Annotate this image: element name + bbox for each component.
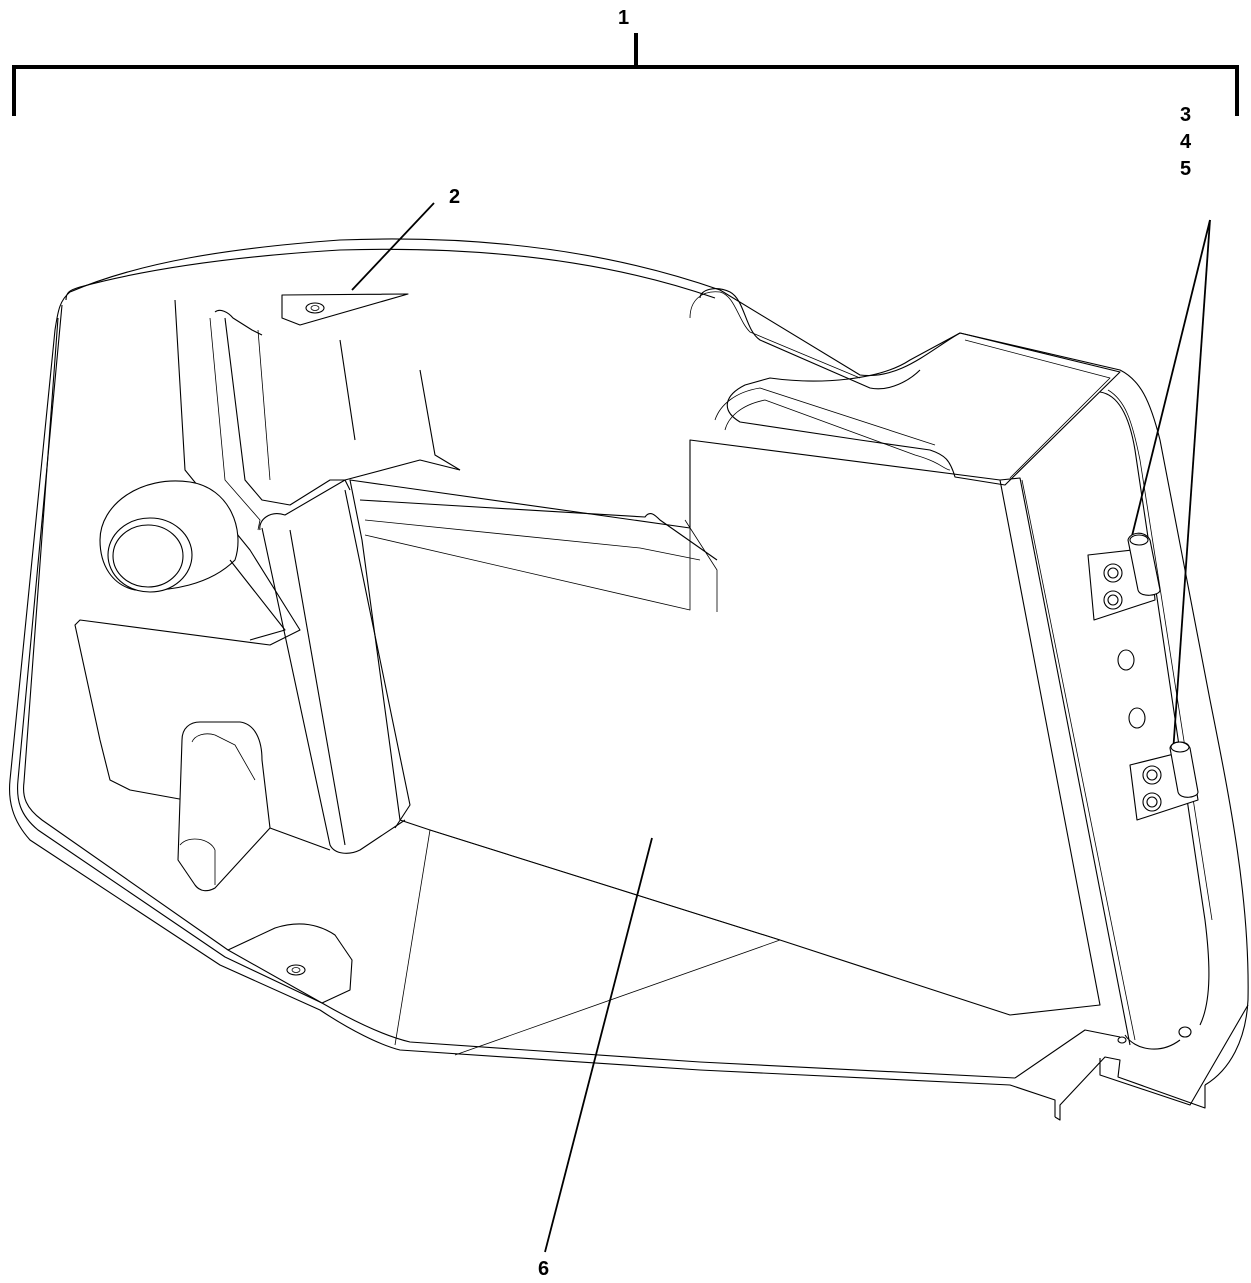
- callout-5: 5: [1180, 158, 1191, 180]
- leader-lines: [351, 202, 1211, 1253]
- round-boss: [99, 480, 239, 593]
- hinge-lower: [1129, 741, 1199, 821]
- callout-4: 4: [1180, 131, 1192, 153]
- housing-body: [9, 238, 1249, 1121]
- callout-1: 1: [618, 7, 629, 29]
- callout-2: 2: [449, 186, 460, 208]
- assembly-bracket: [12, 33, 1239, 116]
- callout-6: 6: [538, 1258, 549, 1280]
- hinge-upper: [1087, 532, 1161, 621]
- leader-2: [351, 202, 435, 291]
- leader-6: [544, 837, 653, 1253]
- callout-3: 3: [1180, 104, 1191, 126]
- leader-3-4-5-lower: [1172, 219, 1211, 754]
